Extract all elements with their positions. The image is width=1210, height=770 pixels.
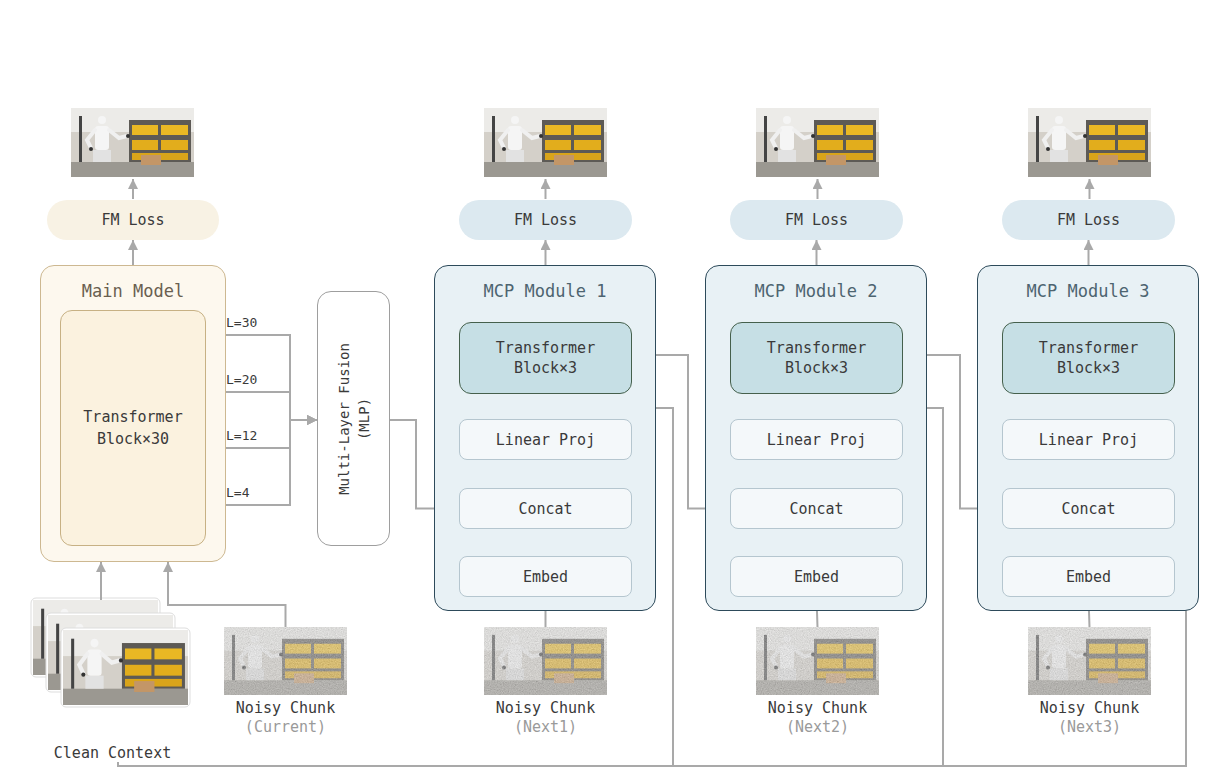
output-arrow (132, 179, 134, 199)
noise-overlay (756, 627, 879, 695)
transformer-box: Transformer Block×3 (730, 322, 903, 394)
process-box: Concat (730, 488, 903, 529)
node-label: Noisy Chunk (216, 699, 355, 718)
layer-label: L=20 (226, 372, 257, 388)
node-label: Embed (1066, 567, 1111, 587)
noise-overlay (484, 627, 607, 695)
node-label: Linear Proj (1039, 430, 1138, 450)
output-arrow (545, 179, 547, 199)
output-arrow (817, 179, 819, 199)
node-label: FM Loss (101, 210, 164, 230)
process-box: Linear Proj (730, 419, 903, 460)
frame-node: Noisy Chunk(Next2) (748, 627, 887, 745)
process-box: Concat (459, 488, 632, 529)
transformer-box: Transformer Block×30 (60, 310, 206, 546)
frame-stack: Clean Context (22, 600, 203, 762)
node-label: FM Loss (785, 210, 848, 230)
noisy-frames (224, 627, 1151, 695)
node-label: Linear Proj (767, 430, 866, 450)
node-label: MCP Module 1 (435, 280, 655, 302)
module-box: MCP Module 2 Transformer Block×3Linear Pr… (705, 265, 927, 611)
frame-image (756, 108, 879, 177)
process-box: Embed (730, 556, 903, 597)
frame-card (61, 628, 190, 707)
output-arrow (1089, 179, 1091, 199)
module-box: MCP Module 1 Transformer Block×3Linear Pr… (434, 265, 656, 611)
node-sublabel: (Current) (216, 718, 355, 737)
connector-arrow (168, 562, 286, 627)
node-label: FM Loss (1057, 210, 1120, 230)
frame-image (71, 108, 194, 177)
frame-image (484, 627, 607, 695)
node-label: Noisy Chunk (748, 699, 887, 718)
node-label: MCP Module 2 (706, 280, 926, 302)
frame-node: Noisy Chunk(Current) (216, 627, 355, 745)
node-label: FM Loss (514, 210, 577, 230)
node-label: Concat (518, 499, 572, 519)
frame-node: Noisy Chunk(Next1) (476, 627, 615, 745)
loss-pill: FM Loss (47, 200, 219, 240)
noise-overlay (1028, 627, 1151, 695)
layer-label: L=12 (226, 428, 257, 444)
node-label: Clean Context (22, 744, 203, 763)
connector-arrow (118, 394, 943, 766)
node-label: Embed (523, 567, 568, 587)
node-label: Transformer Block×3 (755, 338, 879, 378)
process-box: Concat (1002, 488, 1175, 529)
node-sublabel: (Next1) (476, 718, 615, 737)
node-label: Concat (789, 499, 843, 519)
frame-image (756, 627, 879, 695)
module-box: MCP Module 3 Transformer Block×3Linear Pr… (977, 265, 1199, 611)
node-label: Main Model (41, 280, 225, 302)
node-label: Embed (794, 567, 839, 587)
layer-label: L=30 (226, 315, 257, 331)
loss-pill: FM Loss (1002, 200, 1175, 240)
fusion-box: Multi-Layer Fusion (MLP) (317, 291, 390, 546)
node-label: Concat (1061, 499, 1115, 519)
frame-image (484, 108, 607, 177)
node-label: Transformer Block×30 (77, 406, 189, 450)
frame-image (1028, 108, 1151, 177)
model-box: Main ModelTransformer Block×30 (40, 265, 226, 562)
loss-pill: FM Loss (730, 200, 903, 240)
connector-arrow (132, 240, 134, 265)
node-sublabel: (Next3) (1020, 718, 1159, 737)
node-label: Noisy Chunk (476, 699, 615, 718)
node-label: Multi-Layer Fusion (MLP) (334, 333, 374, 505)
frame-node: Noisy Chunk(Next3) (1020, 627, 1159, 745)
process-box: Linear Proj (459, 419, 632, 460)
node-label: Transformer Block×3 (484, 338, 608, 378)
node-label: Noisy Chunk (1020, 699, 1159, 718)
noise-overlay (224, 627, 347, 695)
process-box: Embed (1002, 556, 1175, 597)
loss-pill: FM Loss (459, 200, 632, 240)
frame-image (1028, 627, 1151, 695)
frame-image (224, 627, 347, 695)
node-sublabel: (Next2) (748, 718, 887, 737)
layer-label: L=4 (226, 485, 249, 501)
clean-context-stack (31, 598, 190, 707)
transformer-box: Transformer Block×3 (459, 322, 632, 394)
node-label: Linear Proj (496, 430, 595, 450)
frame-image (63, 630, 188, 705)
transformer-box: Transformer Block×3 (1002, 322, 1175, 394)
process-box: Embed (459, 556, 632, 597)
output-arrows (133, 179, 1090, 199)
connector-arrow (100, 562, 102, 600)
process-box: Linear Proj (1002, 419, 1175, 460)
output-frames (71, 108, 1151, 177)
node-label: MCP Module 3 (978, 280, 1198, 302)
node-label: Transformer Block×3 (1027, 338, 1151, 378)
